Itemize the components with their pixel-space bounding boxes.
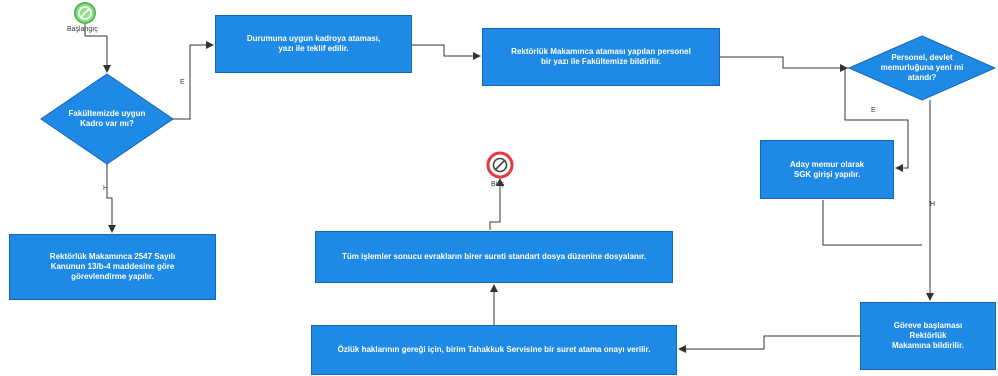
edge-decision1-no: [106, 164, 116, 233]
edge-p3-to-p5: [822, 200, 922, 246]
process-teklif[interactable]: Durumuna uygun kadroya ataması, yazı ile…: [215, 15, 412, 73]
decision-memur-diamond[interactable]: [847, 35, 997, 101]
edge-start-to-decision1: [84, 24, 111, 73]
edge-p2-to-decision2: [720, 56, 848, 72]
edge-decision1-yes: [173, 41, 214, 120]
process-tahakkuk[interactable]: Özlük haklarının gereği için, birim Taha…: [311, 325, 677, 375]
edge-p1-to-p2: [412, 44, 481, 60]
edge-p7-to-end: [489, 178, 504, 230]
edge-label-d1-yes: E: [180, 79, 185, 86]
decision-kadro-text: Fakültemizde uygun Kadro var mı?: [68, 109, 146, 128]
start-label: Başlangıç: [67, 26, 98, 33]
edge-label-d2-no: H: [930, 201, 936, 208]
edge-label-d1-no: H: [103, 185, 109, 192]
process-dosyalama[interactable]: Tüm işlemler sonucu evrakların birer sur…: [315, 231, 673, 283]
edge-decision2-yes: [844, 67, 909, 172]
end-node[interactable]: [486, 151, 514, 179]
end-label: Bitiş: [491, 181, 505, 188]
process-gorevlendirme[interactable]: Rektörlük Makamınca 2547 Sayılı Kanunun …: [9, 234, 216, 300]
edge-p5-to-p6: [678, 335, 860, 353]
decision-memur-text: Personel, devlet memurluğuna yeni mi ata…: [880, 53, 964, 82]
start-node[interactable]: [74, 2, 96, 24]
process-rektorluk-bildirim[interactable]: Rektörlük Makamınca ataması yapılan pers…: [482, 28, 720, 86]
edge-label-d2-yes: E: [871, 107, 876, 114]
process-sgk-giris[interactable]: Aday memur olarak SGK girişi yapılır.: [760, 140, 894, 199]
process-goreve-baslama[interactable]: Göreve başlaması Rektörlük Makamına bild…: [860, 302, 996, 370]
